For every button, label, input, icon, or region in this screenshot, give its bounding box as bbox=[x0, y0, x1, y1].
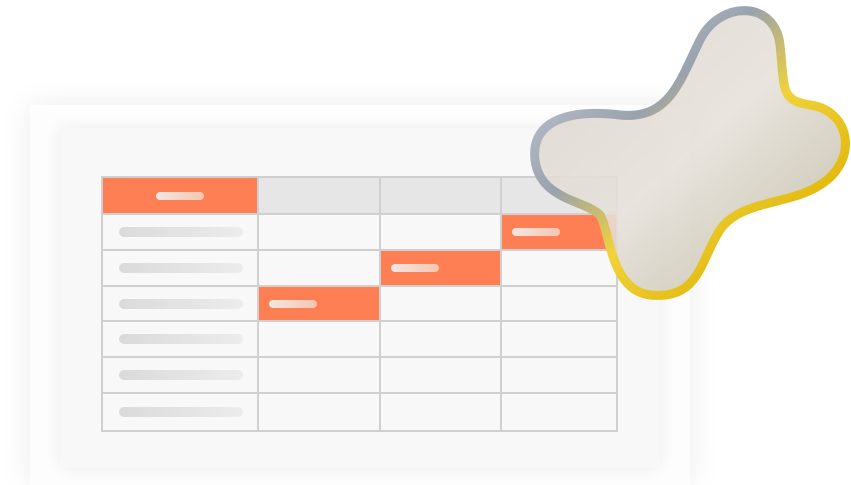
table-cell bbox=[381, 394, 502, 430]
cell-placeholder-text bbox=[391, 263, 439, 272]
row-label-placeholder bbox=[119, 262, 243, 273]
table-cell bbox=[502, 358, 616, 395]
table-cell bbox=[259, 250, 381, 287]
table-cell bbox=[103, 215, 259, 251]
glass-star-decoration bbox=[530, 6, 850, 300]
table-cell bbox=[381, 215, 502, 251]
row-label-placeholder bbox=[119, 298, 243, 309]
header-placeholder-text bbox=[156, 191, 204, 200]
highlighted-cell bbox=[502, 215, 616, 251]
row-label-placeholder bbox=[119, 407, 243, 418]
table-cell bbox=[103, 250, 259, 287]
row-label-placeholder bbox=[119, 334, 243, 345]
row-label-placeholder bbox=[119, 370, 243, 381]
header-cell bbox=[381, 178, 502, 215]
header-cell bbox=[103, 178, 259, 215]
table-cell bbox=[103, 358, 259, 395]
table-cell bbox=[502, 287, 616, 323]
table-cell bbox=[103, 394, 259, 430]
table-cell bbox=[103, 322, 259, 359]
table-cell bbox=[259, 394, 381, 430]
table-cell bbox=[381, 286, 502, 323]
table-cell bbox=[381, 358, 502, 395]
table-cell bbox=[381, 322, 502, 359]
table-cell bbox=[502, 322, 616, 359]
glass-star-shape bbox=[530, 6, 850, 300]
highlighted-cell bbox=[259, 286, 381, 323]
header-cell bbox=[259, 178, 381, 215]
table-cell bbox=[259, 358, 381, 395]
table-cell bbox=[259, 322, 381, 359]
cell-placeholder-text bbox=[512, 227, 560, 236]
row-label-placeholder bbox=[119, 226, 243, 237]
cell-placeholder-text bbox=[269, 299, 317, 308]
table-cell bbox=[502, 251, 616, 287]
table-cell bbox=[259, 215, 381, 251]
highlighted-cell bbox=[381, 250, 502, 287]
table-cell bbox=[103, 286, 259, 323]
